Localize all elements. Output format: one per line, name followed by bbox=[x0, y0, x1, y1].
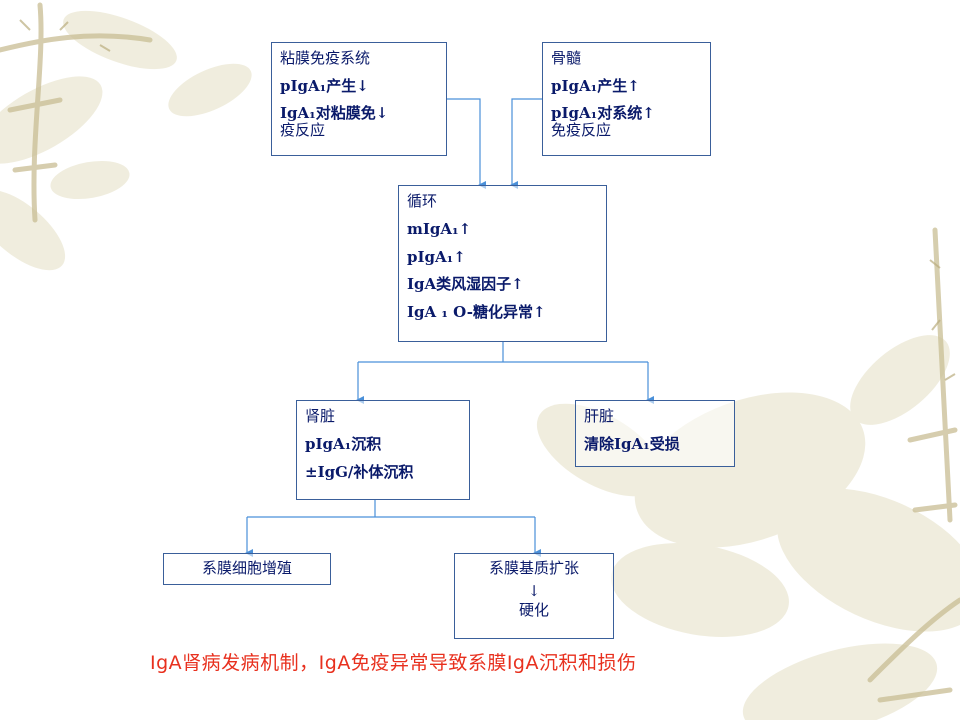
circulation-title: 循环 bbox=[407, 192, 438, 210]
liver-title: 肝脏 bbox=[584, 407, 615, 425]
kidney-title: 肾脏 bbox=[305, 407, 336, 425]
circulation-box: 循环 mIgA₁↑ pIgA₁↑ IgA类风湿因子↑ IgA ₁ O-糖化异常↑ bbox=[398, 185, 607, 342]
mucosa-line1: pIgA₁产生↓ bbox=[280, 76, 369, 95]
mesangial-cells-title: 系膜细胞增殖 bbox=[201, 559, 292, 577]
mucosa-title: 粘膜免疫系统 bbox=[280, 49, 371, 67]
kidney-line1: pIgA₁沉积 bbox=[305, 434, 382, 453]
marrow-line1: pIgA₁产生↑ bbox=[551, 76, 640, 95]
mucosa-line2a: IgA₁对粘膜免↓ bbox=[280, 103, 389, 122]
marrow-line2b: 免疫反应 bbox=[551, 120, 612, 139]
figure-caption: IgA肾病发病机制，IgA免疫异常导致系膜IgA沉积和损伤 bbox=[150, 652, 637, 674]
circulation-line1: mIgA₁↑ bbox=[407, 219, 472, 238]
marrow-box: 骨髓 pIgA₁产生↑ pIgA₁对系统↑ 免疫反应 bbox=[542, 42, 711, 156]
mesangial-matrix-box: 系膜基质扩张 ↓ 硬化 bbox=[454, 553, 614, 639]
mucosa-line2: IgA₁对粘膜免↓ 疫反应 bbox=[280, 103, 438, 140]
marrow-title: 骨髓 bbox=[551, 49, 582, 67]
marrow-line2: pIgA₁对系统↑ 免疫反应 bbox=[551, 103, 702, 140]
liver-line1: 清除IgA₁受损 bbox=[584, 434, 680, 453]
mucosa-box: 粘膜免疫系统 pIgA₁产生↓ IgA₁对粘膜免↓ 疫反应 bbox=[271, 42, 447, 156]
liver-box: 肝脏 清除IgA₁受损 bbox=[575, 400, 735, 467]
sclerosis-label: 硬化 bbox=[518, 600, 549, 619]
arrow-mucosa-to-circulation bbox=[446, 98, 486, 189]
circulation-line3: IgA类风湿因子↑ bbox=[407, 275, 524, 294]
kidney-box: 肾脏 pIgA₁沉积 ±IgG/补体沉积 bbox=[296, 400, 470, 500]
sclerosis-arrow: ↓ bbox=[527, 581, 541, 600]
kidney-line2: ±IgG/补体沉积 bbox=[305, 462, 414, 481]
marrow-line2a: pIgA₁对系统↑ bbox=[551, 103, 655, 122]
arrow-marrow-to-circulation bbox=[510, 98, 542, 189]
mesangial-matrix-title: 系膜基质扩张 bbox=[488, 559, 579, 577]
mesangial-cells-box: 系膜细胞增殖 bbox=[163, 553, 331, 585]
mucosa-line2b: 疫反应 bbox=[280, 120, 326, 139]
circulation-line4: IgA ₁ O-糖化异常↑ bbox=[407, 303, 546, 321]
circulation-line2: pIgA₁↑ bbox=[407, 247, 466, 266]
